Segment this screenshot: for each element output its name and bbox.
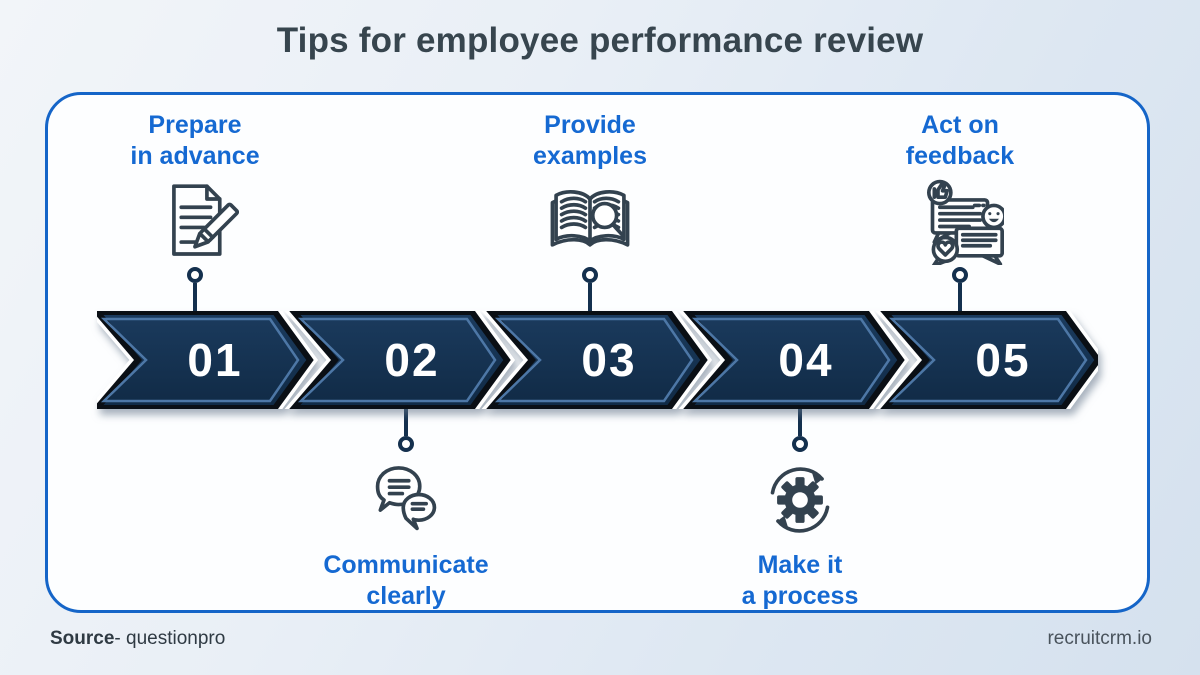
feedback-chat-icon bbox=[916, 177, 1004, 265]
source-credit: Source- questionpro bbox=[50, 628, 225, 650]
brand-credit: recruitcrm.io bbox=[1047, 628, 1152, 649]
connector-ring bbox=[952, 267, 968, 283]
connector-stem bbox=[192, 283, 198, 311]
step-1-label-line2: in advance bbox=[130, 141, 260, 170]
step-column-1: Prepare in advance bbox=[80, 110, 310, 311]
arrow-step-3: 03 bbox=[481, 311, 713, 409]
connector-stem bbox=[797, 408, 803, 436]
document-pencil-icon bbox=[151, 177, 239, 265]
footer: Source- questionpro recruitcrm.io bbox=[50, 628, 1152, 650]
step-column-4: Make it a process bbox=[685, 408, 915, 611]
step-4-label-line1: Make it bbox=[757, 551, 843, 579]
step-3-label-line2: examples bbox=[533, 141, 647, 170]
step-4-label-line2: a process bbox=[741, 581, 859, 610]
speech-bubbles-icon bbox=[362, 456, 450, 544]
step-2-number: 02 bbox=[384, 334, 439, 386]
step-5-number: 05 bbox=[975, 334, 1030, 386]
step-5-label-line2: feedback bbox=[905, 141, 1015, 170]
connector-ring bbox=[187, 267, 203, 283]
arrow-step-5: 05 bbox=[875, 311, 1098, 409]
connector-ring bbox=[792, 436, 808, 452]
step-2-label-line2: clearly bbox=[366, 581, 446, 610]
step-1-label-line1: Prepare bbox=[148, 111, 242, 139]
step-2-label: Communicate clearly bbox=[323, 550, 488, 611]
connector-stem bbox=[587, 283, 593, 311]
step-1-number: 01 bbox=[187, 334, 242, 386]
source-label: Source bbox=[50, 628, 115, 649]
step-column-3: Provide examples bbox=[475, 110, 705, 311]
step-column-2: Communicate clearly bbox=[291, 408, 521, 611]
step-column-5: Act on feedback bbox=[845, 110, 1075, 311]
arrow-step-2: 02 bbox=[284, 311, 516, 409]
book-magnifier-icon bbox=[546, 177, 634, 265]
step-5-label: Act on feedback bbox=[906, 110, 1014, 171]
page-title: Tips for employee performance review bbox=[276, 21, 924, 60]
step-3-label-line1: Provide bbox=[544, 111, 636, 139]
arrow-step-4: 04 bbox=[678, 311, 910, 409]
step-4-label: Make it a process bbox=[742, 550, 859, 611]
connector-ring bbox=[398, 436, 414, 452]
connector-stem bbox=[957, 283, 963, 311]
step-3-number: 03 bbox=[581, 334, 636, 386]
arrow-step-1: 01 bbox=[97, 311, 319, 409]
process-arrow-band: 05 04 03 02 01 bbox=[97, 311, 1098, 409]
step-4-number: 04 bbox=[778, 334, 833, 386]
connector-ring bbox=[582, 267, 598, 283]
step-5-label-line1: Act on bbox=[921, 111, 999, 139]
step-2-label-line1: Communicate bbox=[323, 551, 489, 579]
source-value: - questionpro bbox=[114, 628, 226, 649]
step-3-label: Provide examples bbox=[533, 110, 647, 171]
gear-cycle-icon bbox=[756, 456, 844, 544]
step-1-label: Prepare in advance bbox=[130, 110, 259, 171]
connector-stem bbox=[403, 408, 409, 436]
